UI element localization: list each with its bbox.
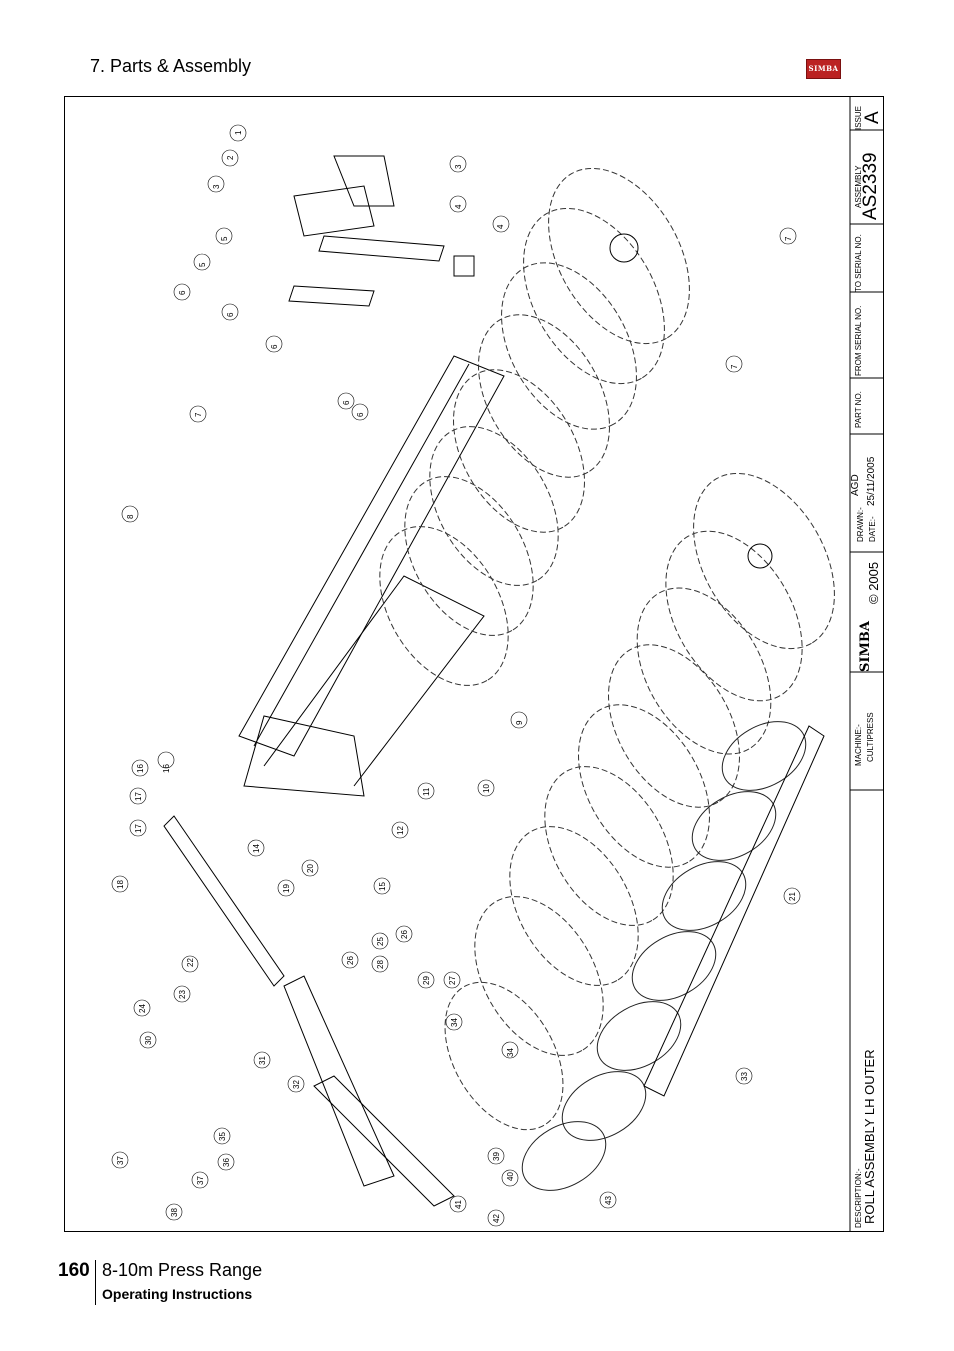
callout-6: 6	[342, 400, 351, 405]
section-title: 7. Parts & Assembly	[90, 56, 252, 76]
footer-divider	[95, 1260, 96, 1305]
callout-7: 7	[784, 236, 793, 241]
callout-17: 17	[134, 824, 143, 833]
callout-4: 4	[496, 224, 505, 229]
callout-15: 15	[378, 882, 387, 891]
callout-17: 17	[134, 792, 143, 801]
copyright: © 2005	[866, 561, 881, 604]
callout-6: 6	[270, 344, 279, 349]
callout-29: 29	[422, 976, 431, 985]
callout-42: 42	[492, 1214, 501, 1223]
issue-value: A	[862, 111, 883, 124]
assembly-number: AS2339	[860, 152, 881, 220]
date-value: 25/11/2005	[866, 456, 877, 506]
description-value: ROLL ASSEMBLY LH OUTER	[862, 1049, 877, 1224]
callout-18: 18	[116, 880, 125, 889]
callout-19: 19	[282, 884, 291, 893]
callout-34: 34	[506, 1048, 515, 1057]
drawn-label: DRAWN:-	[856, 507, 865, 542]
callout-38: 38	[170, 1208, 179, 1217]
callout-7: 7	[194, 412, 203, 417]
callout-23: 23	[178, 990, 187, 999]
callout-21: 21	[788, 892, 797, 901]
callout-28: 28	[376, 960, 385, 969]
callout-41: 41	[454, 1200, 463, 1209]
callout-20: 20	[306, 864, 315, 873]
machine-value: CULTIPRESS	[866, 712, 875, 762]
to-serial-label: TO SERIAL NO.	[854, 234, 863, 292]
footer-title: 8-10m Press Range	[102, 1260, 263, 1280]
callout-22: 22	[186, 958, 195, 967]
callout-36: 36	[222, 1158, 231, 1167]
page-number: 160	[58, 1260, 90, 1281]
callout-5: 5	[198, 262, 207, 267]
callout-43: 43	[604, 1196, 613, 1205]
callout-1: 1	[234, 130, 243, 135]
callout-27: 27	[448, 976, 457, 985]
brand-logo: SIMBA	[806, 59, 841, 79]
callout-12: 12	[396, 826, 405, 835]
callout-40: 40	[506, 1172, 515, 1181]
callout-24: 24	[138, 1004, 147, 1013]
drawing-frame	[64, 96, 884, 1232]
callout-26: 26	[346, 956, 355, 965]
drawn-value: AGD	[850, 474, 861, 496]
callout-26: 26	[400, 930, 409, 939]
callout-6: 6	[178, 290, 187, 295]
callout-37: 37	[196, 1176, 205, 1185]
part-no-label: PART NO.	[854, 391, 863, 428]
callout-9: 9	[515, 720, 524, 725]
callout-16: 16	[136, 764, 145, 773]
footer-subtitle: Operating Instructions	[102, 1286, 253, 1302]
machine-label: MACHINE:-	[854, 724, 863, 766]
callout-31: 31	[258, 1056, 267, 1065]
title-block-brand: SIMBA	[858, 621, 873, 672]
callout-4: 4	[454, 204, 463, 209]
brand-logo-text: SIMBA	[808, 64, 839, 73]
callout-25: 25	[376, 937, 385, 946]
callout-30: 30	[144, 1036, 153, 1045]
callout-11: 11	[422, 787, 431, 796]
exploded-assembly-drawing	[111, 96, 884, 1232]
callout-7: 7	[730, 364, 739, 369]
callout-10: 10	[482, 784, 491, 793]
callout-39: 39	[492, 1152, 501, 1161]
callout-3: 3	[454, 164, 463, 169]
callout-6: 6	[356, 412, 365, 417]
callout-33: 33	[740, 1072, 749, 1081]
callout-5: 5	[220, 236, 229, 241]
callout-14: 14	[252, 844, 261, 853]
callout-2: 2	[226, 155, 235, 160]
from-serial-label: FROM SERIAL NO.	[854, 305, 863, 376]
callout-37: 37	[116, 1156, 125, 1165]
callout-3: 3	[212, 184, 221, 189]
callout-34: 34	[450, 1018, 459, 1027]
callout-16: 16	[162, 764, 171, 773]
callout-8: 8	[126, 514, 135, 519]
callout-35: 35	[218, 1132, 227, 1141]
date-label: DATE:-	[868, 516, 877, 542]
callout-32: 32	[292, 1080, 301, 1089]
callout-6: 6	[226, 312, 235, 317]
